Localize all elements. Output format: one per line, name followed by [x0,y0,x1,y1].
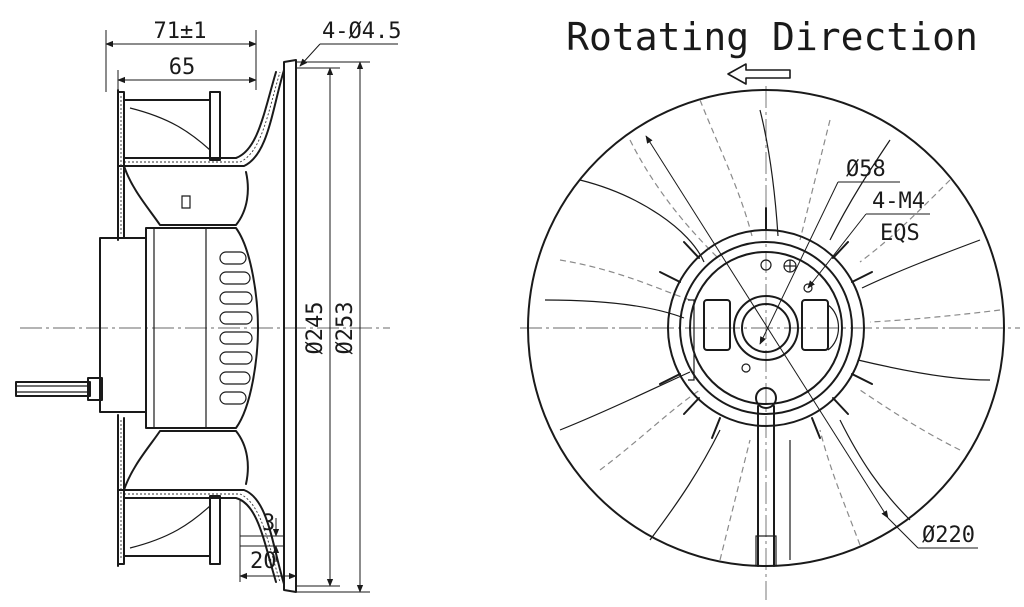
front-ring-upper [209,91,221,161]
slot-right [801,299,829,351]
cable-detail [16,385,90,393]
lower-shroud-hatch [124,493,281,583]
hidden-blade-lines [559,99,1001,561]
dim-line-impeller [645,135,889,519]
slot-right-detail [827,304,840,351]
arrow-left-icon [727,63,791,85]
cable-clip [755,535,777,567]
slot-left [703,299,731,351]
impeller-backplate-inner [117,91,125,565]
dim-threads: 4-M4 [872,189,925,214]
impeller-blades [544,109,991,561]
upper-shroud-hatch [124,71,281,163]
dim-length: 65 [169,55,196,80]
cable-gland [87,377,103,401]
motor-rear-cap [99,237,147,413]
upper-inner-duct [123,165,249,226]
leader-mount-holes [299,43,321,67]
blade-edges [123,99,211,557]
dim-mount-holes: 4-Ø4.5 [322,19,401,44]
screw-hole-bottom [741,363,751,373]
dim-hub: Ø58 [846,157,886,182]
dim-overall-length: 71±1 [154,19,207,44]
lower-shroud [117,489,285,585]
dim-thickness: 3 [262,511,275,536]
dim-inner-dia: Ø245 [303,302,328,355]
mounting-flange [283,59,297,593]
cable [15,381,91,397]
leader-hub [759,181,839,345]
rotating-direction-title: Rotating Direction [566,15,978,59]
motor-housing [145,227,259,429]
small-lug [181,195,191,209]
upper-shroud [117,69,285,167]
upper-shroud-inner [123,71,277,159]
dim-impeller: Ø220 [922,523,975,548]
dim-offset: 20 [250,549,277,574]
cooling-fins [219,251,253,405]
side-view: 71±1 65 4-Ø4.5 Ø245 Ø253 3 20 [15,19,401,593]
blade-profiles [129,107,211,549]
front-ring-lower [209,495,221,565]
front-view: Rotating Direction [520,15,1020,600]
lower-inner-duct [123,430,249,491]
motor-housing-ribs [153,228,207,428]
dim-outer-dia: Ø253 [333,302,358,355]
dim-threads-spec: EQS [880,221,920,246]
lower-shroud-inner [123,497,277,583]
